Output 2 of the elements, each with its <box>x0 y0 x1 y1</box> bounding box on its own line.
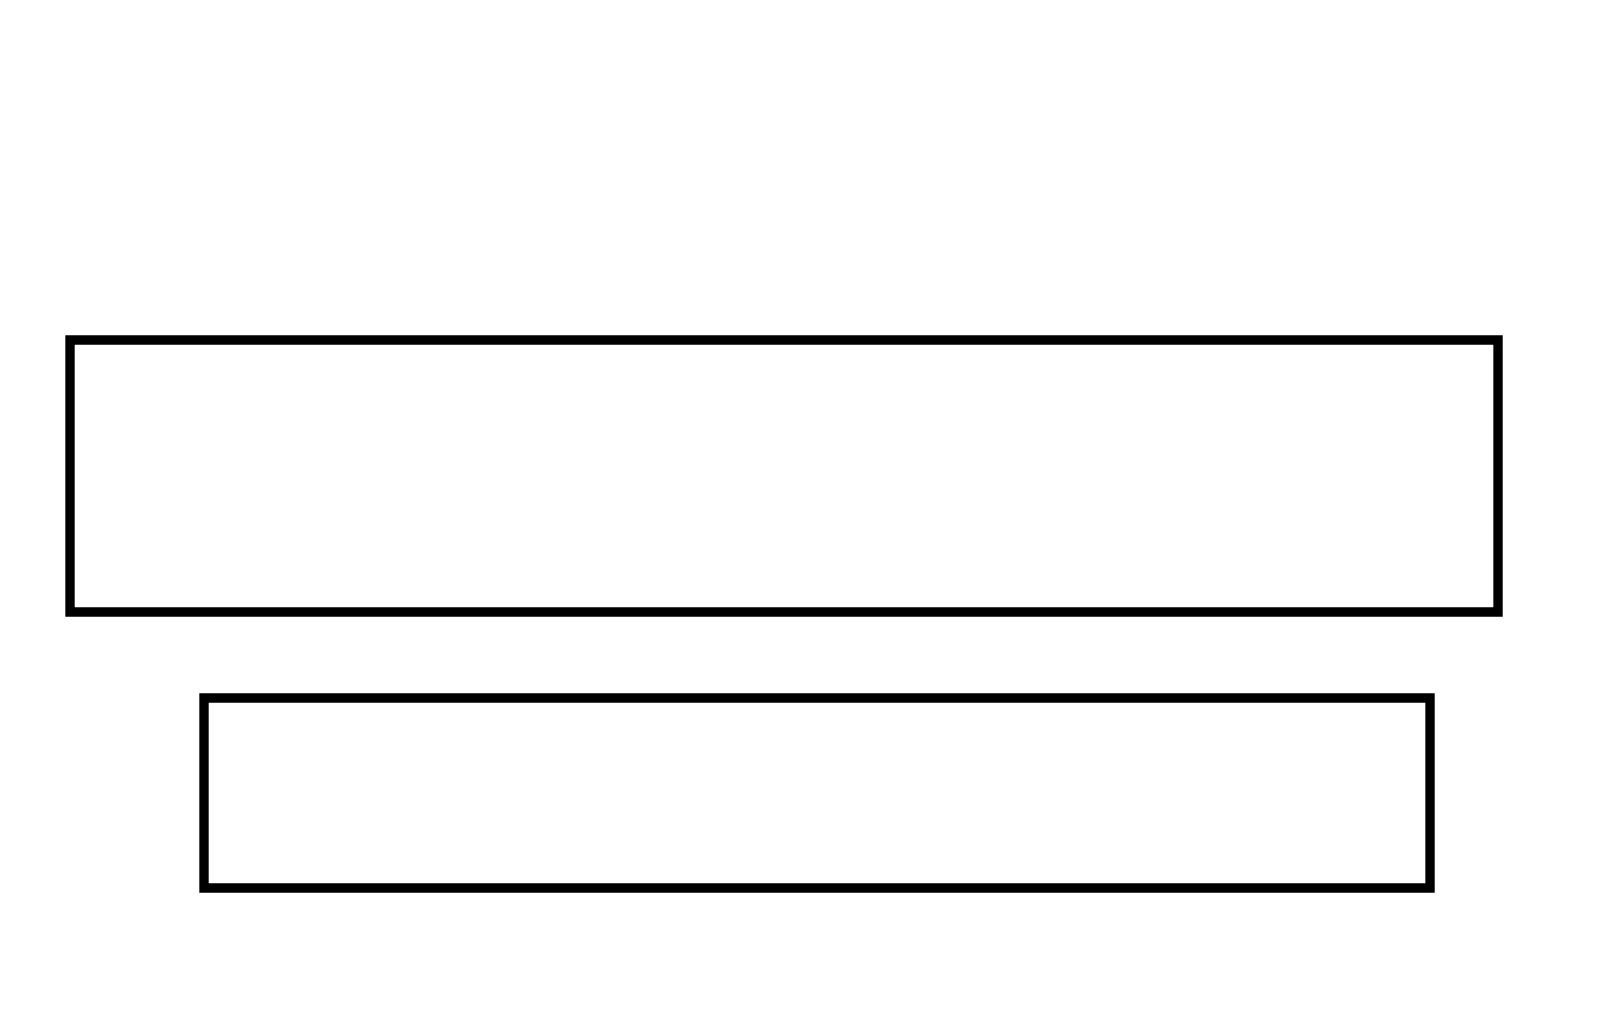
empty-box <box>199 693 1435 893</box>
empty-box <box>65 335 1503 617</box>
